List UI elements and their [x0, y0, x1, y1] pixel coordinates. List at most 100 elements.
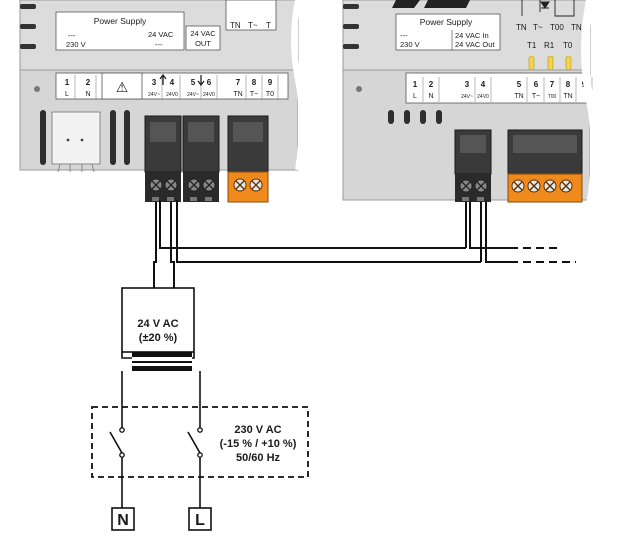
left-terminal-sub-label: 24V0	[203, 92, 215, 98]
switch-contact	[119, 427, 125, 433]
mains-lead-wires	[121, 457, 201, 508]
right-indicator-dot	[356, 86, 362, 92]
transformer-voltage-label: 24 V AC	[137, 318, 178, 330]
left-terminal-sub-label: 24V0	[166, 92, 178, 98]
left-label-right-line1: 24 VAC	[148, 30, 174, 39]
yellow-led	[528, 55, 535, 71]
wire-bus-a	[159, 200, 466, 249]
right-terminal-number: 1	[413, 80, 418, 89]
right-terminal-sub-label: L	[413, 93, 417, 100]
left-connector-3-4	[144, 115, 182, 202]
diode-icon	[540, 1, 550, 9]
switch-blade	[109, 431, 123, 454]
left-terminal-sub-label: N	[85, 91, 90, 98]
left-terminal-sub-label: L	[65, 91, 69, 98]
right-lower-slot	[388, 110, 394, 124]
right-lower-slot	[404, 110, 410, 124]
right-terminal-sub-label: N	[428, 93, 433, 100]
down-arrow-icon	[197, 75, 205, 87]
left-terminal-number: 2	[86, 78, 91, 87]
right-terminal-number: 6	[534, 80, 539, 89]
switch-blade	[187, 431, 201, 454]
left-indicator-dot	[34, 86, 40, 92]
switch-contact	[197, 452, 203, 458]
right-lower-slot	[436, 110, 442, 124]
mains-voltage-label: 230 V AC	[234, 424, 281, 436]
right-label-panel	[395, 13, 501, 51]
right-label-title: Power Supply	[420, 17, 473, 27]
left-vent-slot	[20, 44, 36, 49]
left-warning-box	[101, 72, 143, 100]
left-lower-slot	[40, 110, 46, 165]
left-terminal-sub-label: 24V~	[187, 92, 199, 98]
right-terminal-sub-label: TN	[514, 93, 523, 100]
left-top-term: T~	[248, 21, 258, 30]
right-top-term: TN	[516, 23, 527, 32]
yellow-led	[547, 55, 554, 71]
right-label-right-line1: 24 VAC In	[455, 31, 489, 40]
right-label-right-line2: 24 VAC Out	[455, 40, 495, 49]
left-connector-orange	[227, 115, 269, 203]
socket-pin	[66, 138, 70, 142]
left-terminal-sub-label: T~	[250, 91, 258, 98]
left-terminal-number: 1	[65, 78, 70, 87]
left-top-terms-panel	[225, 0, 277, 31]
left-rj-socket	[51, 111, 101, 165]
right-label-left-line1: ---	[400, 31, 408, 40]
left-socket-legs	[57, 163, 95, 173]
right-device-cut-edge	[581, 0, 599, 206]
transformer-primary-leads	[121, 352, 195, 359]
left-terminal-strip	[55, 72, 289, 100]
right-vent-slot	[343, 24, 359, 29]
left-vent-slot	[20, 4, 36, 9]
neutral-terminal-box	[111, 507, 135, 531]
wire-left-4	[170, 202, 175, 288]
yellow-led	[565, 55, 572, 71]
left-out-line2: OUT	[195, 39, 211, 48]
left-vent-slot	[20, 24, 36, 29]
left-terminal-number: 7	[236, 78, 241, 87]
up-arrow-icon	[159, 73, 167, 85]
left-terminal-number: 9	[268, 78, 273, 87]
wires	[153, 200, 576, 288]
right-top-term: T00	[550, 23, 564, 32]
left-terminal-sub-label: TN	[233, 91, 242, 98]
left-terminal-number: 6	[207, 78, 212, 87]
right-terminal-strip	[405, 72, 591, 104]
right-terminal-sub-label: 24V0	[477, 94, 489, 100]
right-sub-term: T0	[563, 41, 573, 50]
right-terminal-number: 8	[566, 80, 571, 89]
left-terminal-number: 3	[152, 78, 157, 87]
transformer-core-bar	[132, 352, 192, 357]
right-terminal-sub-label: T00	[548, 94, 557, 100]
left-connector-5-6	[182, 115, 220, 202]
right-terminal-sub-label: T~	[532, 93, 540, 100]
right-label-left-line2: 230 V	[400, 40, 420, 49]
left-terminal-sub-label: T0	[266, 91, 274, 98]
right-device: Power Supply --- 230 V 24 VAC In 24 VAC …	[342, 0, 599, 206]
right-terminal-number: 4	[481, 80, 486, 89]
mains-tolerance-label: (-15 % / +10 %)	[220, 438, 297, 450]
transformer-tolerance-label: (±20 %)	[139, 332, 178, 344]
left-label-right-line2: ---	[155, 40, 163, 49]
left-label-left-line2: 230 V	[66, 40, 86, 49]
right-lower-slot	[420, 110, 426, 124]
right-vent-slot	[343, 44, 359, 49]
right-sub-term: R1	[544, 41, 555, 50]
left-terminal-number: 5	[191, 78, 196, 87]
right-terminal-number: 7	[550, 80, 555, 89]
left-out-line1: 24 VAC	[190, 29, 216, 38]
mains-switch-box: 230 V AC (-15 % / +10 %) 50/60 Hz	[91, 406, 309, 508]
left-top-term: T	[266, 21, 271, 30]
left-lower-slot	[124, 110, 130, 165]
transformer: 24 V AC (±20 %)	[121, 287, 201, 430]
wire-right-3	[465, 202, 510, 249]
right-terminal-number: 2	[429, 80, 434, 89]
left-label-title: Power Supply	[94, 16, 147, 26]
live-terminal-label: L	[195, 512, 205, 529]
socket-pin	[80, 138, 84, 142]
right-connector-3-4	[454, 129, 492, 202]
